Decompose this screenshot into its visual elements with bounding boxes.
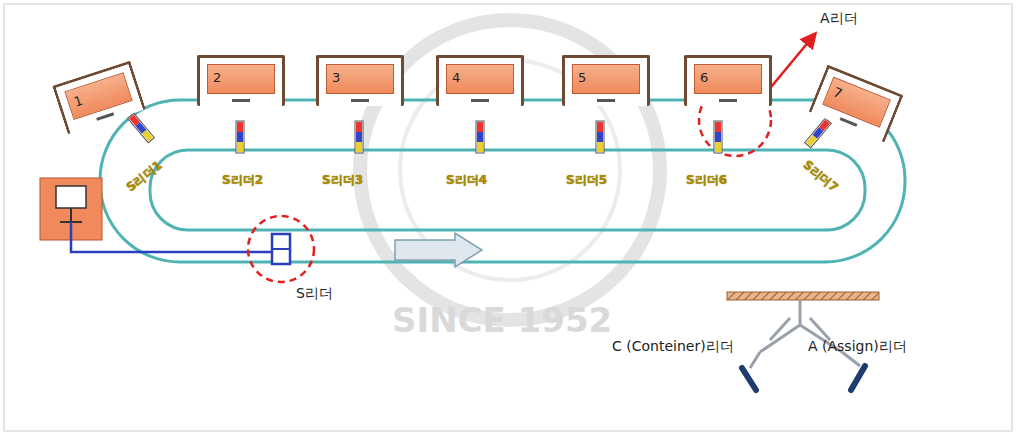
station-slot [840, 117, 858, 127]
conveyor-inner [150, 150, 865, 230]
station-box: 2 [197, 55, 285, 106]
station-slot [96, 112, 114, 120]
station-panel: 2 [207, 64, 275, 94]
station-panel: 1 [64, 72, 132, 120]
watermark-ring [360, 20, 660, 320]
reader-bracket [842, 352, 860, 366]
station-number: 3 [332, 70, 340, 85]
station-slot [351, 99, 369, 102]
signal-towers [128, 113, 832, 153]
reader-label: A (Assign)리더 [808, 338, 907, 356]
frame [4, 4, 1012, 431]
station-slot [597, 99, 615, 102]
highlight-circle [248, 216, 314, 282]
reader-label: S리더 [296, 285, 333, 303]
station-panel: 7 [822, 77, 891, 128]
conveyor-outer [100, 100, 905, 262]
station-panel: 6 [694, 64, 762, 94]
monitor-stand [70, 208, 72, 222]
station-number: 2 [213, 70, 221, 85]
reader-tag: S리더4 [446, 172, 487, 189]
station-panel: 5 [572, 64, 640, 94]
direction-arrow [395, 233, 482, 267]
reader-bracket [750, 352, 760, 368]
station-number: 1 [72, 93, 85, 110]
station-slot [232, 99, 250, 102]
station-box: 5 [562, 55, 650, 106]
a-reader-head [851, 366, 865, 390]
c-reader-head [742, 368, 756, 390]
reader-tag: S리더2 [222, 172, 263, 189]
reader-label: A리더 [820, 10, 858, 28]
watermark: SINCE 1952 [392, 300, 612, 340]
monitor [56, 186, 86, 208]
station-slot [719, 99, 737, 102]
station-number: 6 [700, 70, 708, 85]
reader-tag: S리더3 [322, 172, 363, 189]
station-number: 4 [452, 70, 460, 85]
station-slot [471, 99, 489, 102]
s-reader [272, 248, 290, 250]
station-box: 6 [684, 55, 772, 106]
station-panel: 4 [446, 64, 514, 94]
reader-tag: S리더6 [686, 172, 727, 189]
reader-cable [71, 222, 272, 252]
mount-bar [727, 292, 879, 300]
station-panel: 3 [326, 64, 394, 94]
s-reader [272, 234, 290, 264]
reader-tag: S리더5 [566, 172, 607, 189]
station-number: 5 [578, 70, 586, 85]
station-number: 7 [831, 84, 844, 101]
station-box: 3 [316, 55, 404, 106]
reader-tag: S리더1 [123, 157, 166, 196]
reader-label: C (Conteiner)리더 [612, 338, 734, 356]
reader-tag: S리더7 [799, 157, 841, 196]
station-box: 4 [436, 55, 524, 106]
